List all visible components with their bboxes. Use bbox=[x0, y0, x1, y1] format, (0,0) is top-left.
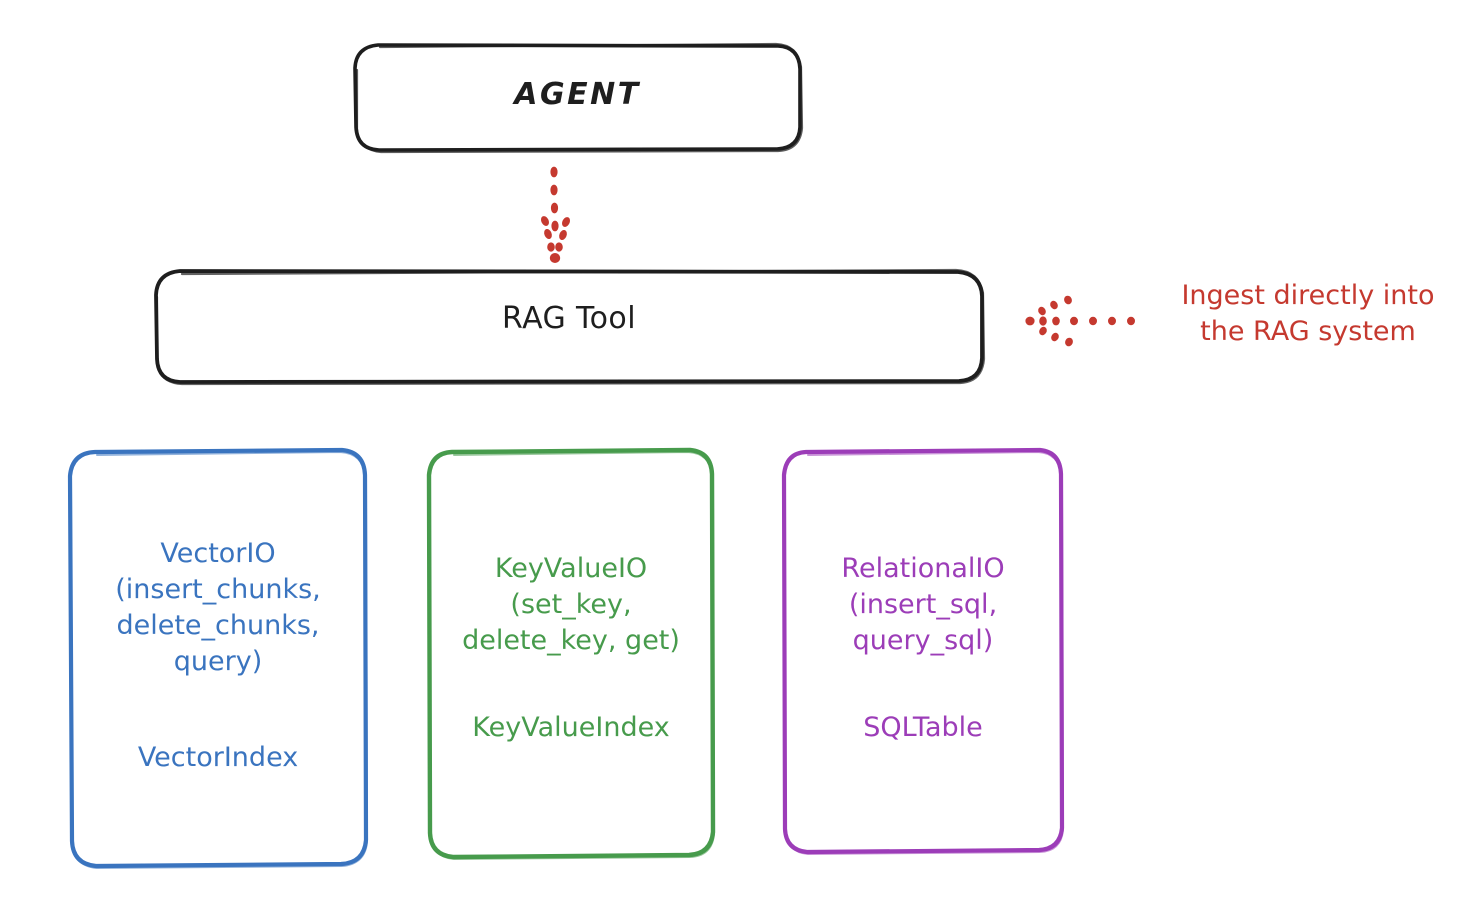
vector-io-title: VectorIO (insert_chunks, delete_chunks, … bbox=[115, 538, 321, 677]
key-value-io-box[interactable] bbox=[426, 447, 716, 860]
agent-label: AGENT bbox=[514, 77, 641, 112]
agent-to-rag-tool-arrow bbox=[540, 166, 571, 263]
ingest-annotation-text: Ingest directly into the RAG system bbox=[1181, 280, 1435, 348]
relational-io-box[interactable] bbox=[781, 447, 1065, 855]
vector-io-index-label: VectorIndex bbox=[137, 742, 299, 773]
key-value-io-index-label: KeyValueIndex bbox=[472, 712, 670, 743]
key-value-io-title: KeyValueIO (set_key, delete_key, get) bbox=[462, 553, 680, 656]
agent-box[interactable] bbox=[353, 42, 804, 154]
vector-io-box[interactable] bbox=[67, 447, 369, 869]
relational-io-index-label: SQLTable bbox=[863, 712, 983, 743]
relational-io-title: RelationalIO (insert_sql, query_sql) bbox=[841, 553, 1005, 656]
rag-tool-box[interactable] bbox=[154, 268, 986, 386]
ingest-note-arrow bbox=[1025, 295, 1135, 347]
rag-tool-label: RAG Tool bbox=[502, 301, 636, 336]
